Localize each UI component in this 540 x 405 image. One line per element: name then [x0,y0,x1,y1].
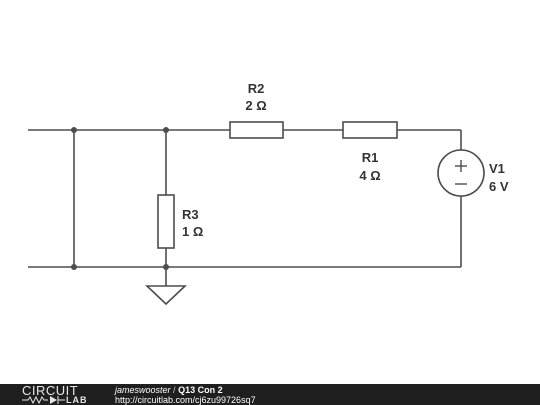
junction-node [71,264,77,270]
circuitlab-logo[interactable]: CIRCUIT LAB [22,384,102,405]
resistor-r1 [342,121,398,139]
voltage-source-v1 [437,149,485,197]
logo-text-top: CIRCUIT [22,383,79,398]
r1-name: R1 [362,150,379,165]
resistor-r3 [157,194,175,249]
circuit-url-link[interactable]: http://circuitlab.com/cj6zu99726sq7 [115,395,256,405]
v1-value: 6 V [489,179,509,194]
r2-value: 2 Ω [245,98,266,113]
junction-node [163,264,169,270]
resistor-wave-icon [22,395,65,405]
junction-node [163,127,169,133]
logo-bottom-row: LAB [22,395,102,405]
resistor-r2 [229,121,284,139]
footer-bar: CIRCUIT LAB jameswooster / Q13 Con 2 htt… [0,384,540,405]
ground-icon [144,285,188,306]
junction-node [71,127,77,133]
r3-name: R3 [182,207,199,222]
r2-name: R2 [248,81,265,96]
circuit-meta: jameswooster / Q13 Con 2 http://circuitl… [115,385,256,405]
logo-text-bottom: LAB [66,395,88,405]
breadcrumb-separator: / [173,385,176,395]
r3-value: 1 Ω [182,224,203,239]
author-link[interactable]: jameswooster [115,385,171,395]
v1-name: V1 [489,161,505,176]
circuit-title[interactable]: Q13 Con 2 [178,385,223,395]
r1-value: 4 Ω [359,168,380,183]
